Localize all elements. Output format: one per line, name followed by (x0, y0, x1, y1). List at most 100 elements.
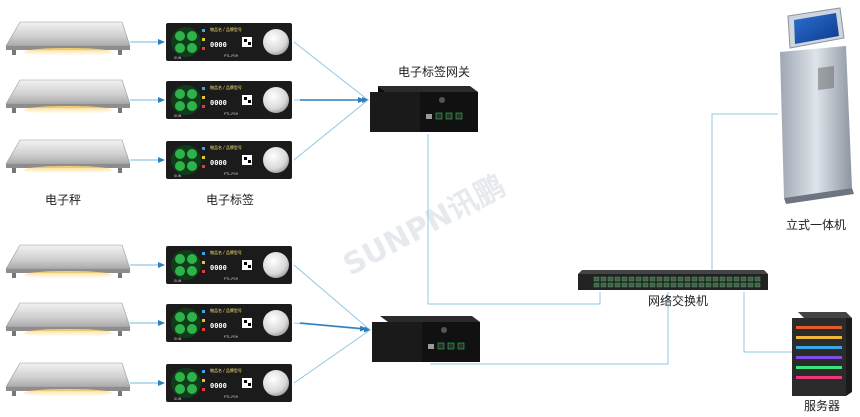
tag-model-text: PTL-P09 (224, 335, 238, 339)
switch-port (649, 282, 656, 288)
scales-group (5, 21, 131, 397)
switch-port (642, 276, 649, 282)
knob-icon (263, 87, 289, 113)
switch-port (712, 276, 719, 282)
tag-model-text: PTL-P09 (224, 172, 238, 176)
tag-digits-text: 0000 (210, 99, 227, 107)
tag-model-text: PTL-P09 (224, 54, 238, 58)
switch-port (754, 282, 761, 288)
switch-port (740, 282, 747, 288)
scale-platform-icon (5, 21, 131, 56)
switch-port (740, 276, 747, 282)
switch-port (600, 276, 607, 282)
tag-model-text: PTL-P09 (224, 395, 238, 399)
kiosk-icon (780, 7, 854, 204)
tag-brand-text: SUN (174, 397, 182, 401)
switch-label: 网络交换机 (648, 293, 708, 308)
tag-to-gateway-line (293, 264, 371, 331)
gateway-to-switch-line (430, 292, 669, 365)
switch-port (635, 276, 642, 282)
tag-digits-text: 0000 (210, 159, 227, 167)
server-label: 服务器 (804, 398, 840, 413)
knob-icon (263, 310, 289, 336)
tag-title-text: 物品名 / 品牌型号 (210, 144, 242, 150)
tag-model-text: PTL-P09 (224, 112, 238, 116)
connection-lines (130, 39, 792, 386)
switch-to-server-line (743, 292, 792, 353)
scale-platform-icon (5, 79, 131, 114)
tag-title-text: 物品名 / 品牌型号 (210, 84, 242, 90)
gateway-box-icon (372, 316, 480, 362)
switch-port (726, 276, 733, 282)
tag-label: 电子标签 (206, 192, 254, 207)
scale-label: 电子秤 (45, 193, 81, 207)
tag-brand-text: SUN (174, 114, 182, 118)
tag-title-text: 物品名 / 品牌型号 (210, 26, 242, 32)
tag-model-text: PTL-P09 (224, 277, 238, 281)
switch-port (677, 282, 684, 288)
switch-port (733, 282, 740, 288)
network-switch-icon (578, 270, 768, 290)
tag-digits-text: 0000 (210, 264, 227, 272)
switch-to-kiosk-line (711, 113, 778, 270)
tag-brand-text: SUN (174, 174, 182, 178)
switch-port (621, 282, 628, 288)
tag-title-text: 物品名 / 品牌型号 (210, 367, 242, 373)
switch-port (733, 276, 740, 282)
switch-port (712, 282, 719, 288)
switch-port (670, 276, 677, 282)
knob-icon (263, 147, 289, 173)
tag-brand-text: SUN (174, 56, 182, 60)
switch-port (719, 276, 726, 282)
switch-port (635, 282, 642, 288)
switch-port (642, 282, 649, 288)
switch-port (747, 282, 754, 288)
gateway-box-icon (370, 86, 478, 132)
tag-digits-text: 0000 (210, 322, 227, 330)
switch-port (663, 282, 670, 288)
switch-port (593, 282, 600, 288)
scale-platform-icon (5, 244, 131, 279)
knob-icon (263, 29, 289, 55)
switch-port (663, 276, 670, 282)
switch-port (621, 276, 628, 282)
switch-port (754, 276, 761, 282)
switch-port (607, 282, 614, 288)
tag-digits-text: 0000 (210, 41, 227, 49)
scale-platform-icon (5, 139, 131, 174)
switch-port (600, 282, 607, 288)
switch-port (698, 276, 705, 282)
tag-to-gateway-line (293, 329, 371, 384)
switch-port (747, 276, 754, 282)
switch-port (649, 276, 656, 282)
gateway-label: 电子标签网关 (398, 64, 470, 79)
switch-port (614, 276, 621, 282)
switch-port (684, 276, 691, 282)
tag-to-gateway-arrow (299, 322, 367, 332)
switch-port (691, 282, 698, 288)
switch-port (656, 282, 663, 288)
server-icon (792, 312, 852, 396)
tag-to-gateway-line (293, 41, 369, 101)
scale-platform-icon (5, 362, 131, 397)
tag-title-text: 物品名 / 品牌型号 (210, 249, 242, 255)
scale-platform-icon (5, 302, 131, 337)
switch-port (705, 282, 712, 288)
switch-port (628, 282, 635, 288)
tag-digits-text: 0000 (210, 382, 227, 390)
gateway-to-switch-line (427, 134, 601, 305)
switch-port (614, 282, 621, 288)
knob-icon (263, 370, 289, 396)
switch-port (593, 276, 600, 282)
switch-port (698, 282, 705, 288)
watermark: SUNPN讯鹏 (338, 169, 512, 284)
tag-title-text: 物品名 / 品牌型号 (210, 307, 242, 313)
